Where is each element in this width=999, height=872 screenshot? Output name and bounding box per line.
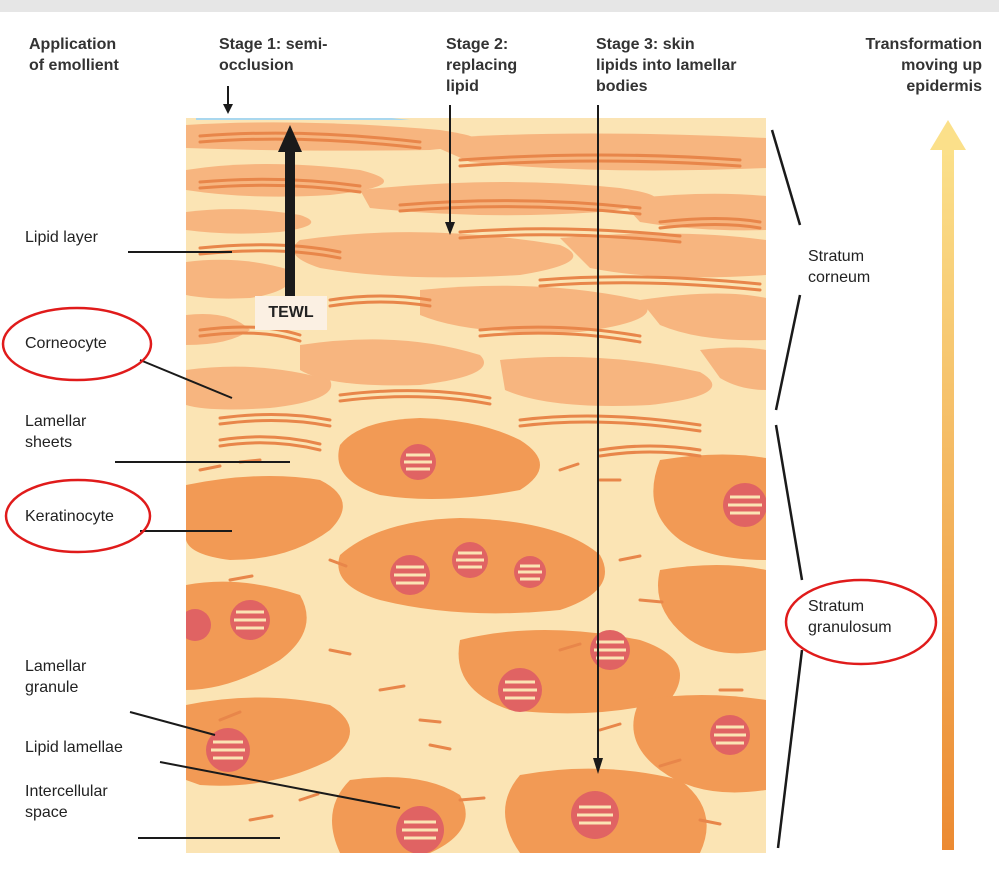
label-lipid-lamellae: Lipid lamellae	[25, 737, 123, 758]
epidermis-tissue	[179, 111, 767, 854]
header-stage-2: Stage 2: replacing lipid	[446, 34, 517, 97]
tewl-label: TEWL	[255, 296, 327, 330]
label-keratinocyte: Keratinocyte	[25, 506, 114, 527]
transformation-arrow	[930, 120, 966, 850]
header-stage-1: Stage 1: semi- occlusion	[219, 34, 327, 76]
label-lamellar-sheets: Lamellar sheets	[25, 411, 86, 453]
header-transformation: Transformation moving up epidermis	[820, 34, 982, 97]
header-application: Application of emollient	[29, 34, 119, 76]
label-lamellar-granule: Lamellar granule	[25, 656, 86, 698]
header-stage-3: Stage 3: skin lipids into lamellar bodie…	[596, 34, 736, 97]
label-lipid-layer: Lipid layer	[25, 227, 98, 248]
label-stratum-granulosum: Stratum granulosum	[808, 596, 892, 638]
label-stratum-corneum: Stratum corneum	[808, 246, 870, 288]
label-intercellular-space: Intercellular space	[25, 781, 108, 823]
label-corneocyte: Corneocyte	[25, 333, 107, 354]
strata-brackets	[772, 130, 802, 848]
